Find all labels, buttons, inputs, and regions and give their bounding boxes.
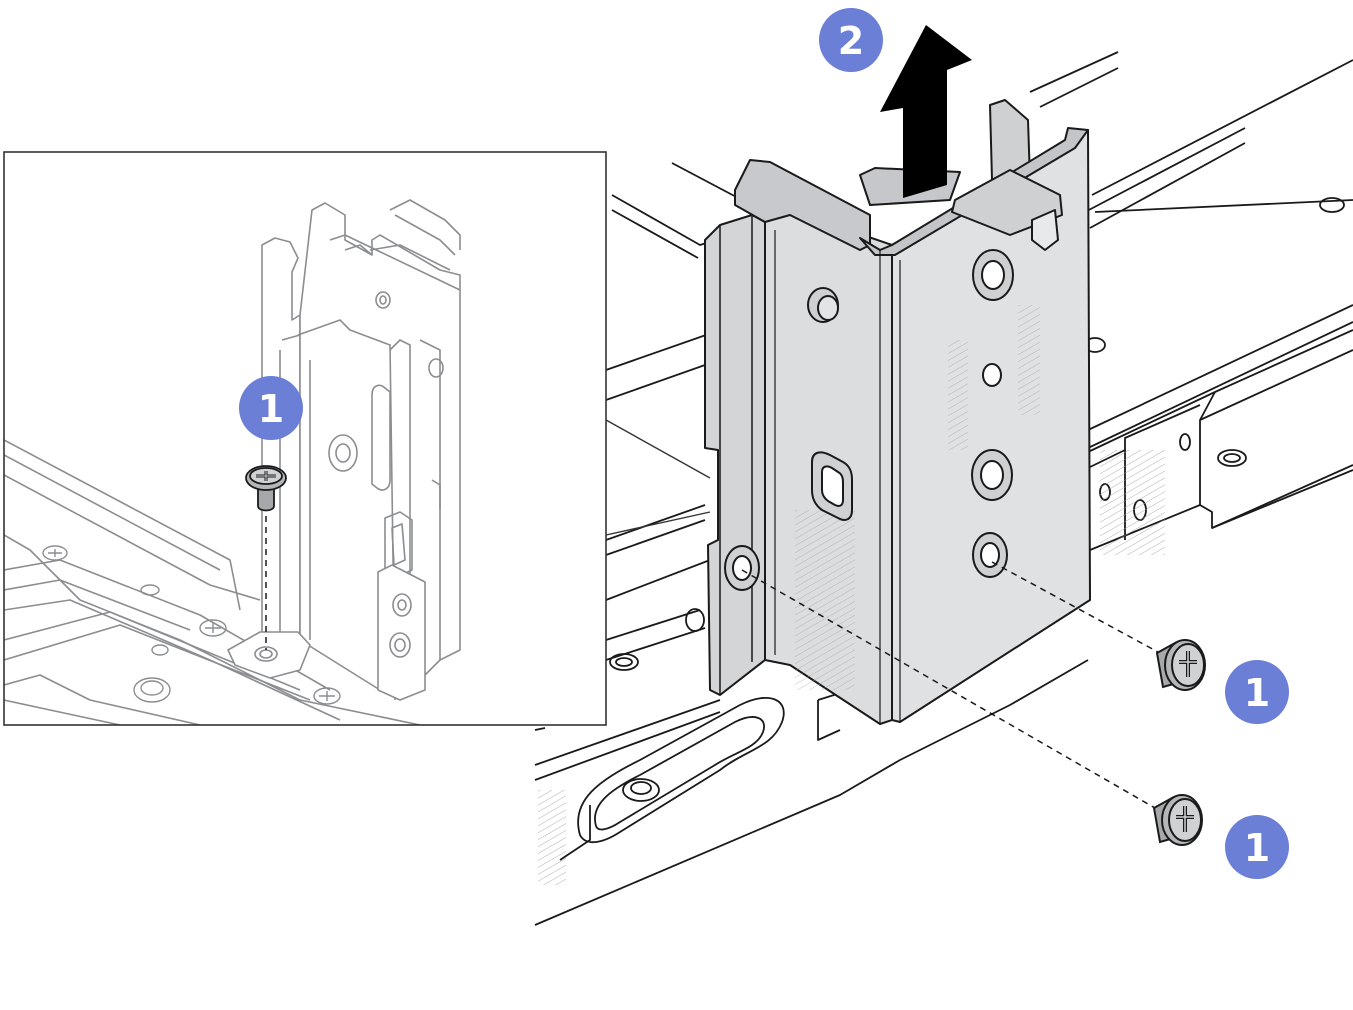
screw-paths: [741, 561, 1159, 809]
hatch-area-left: [538, 790, 566, 885]
bracket-hatch-right: [948, 340, 968, 450]
bracket-hatch-left: [795, 510, 855, 690]
screw-icon: [245, 465, 287, 512]
arrow-up-icon: [880, 25, 972, 198]
svg-text:1: 1: [258, 387, 284, 431]
svg-text:1: 1: [1244, 671, 1270, 715]
detail-inset: 1: [3, 151, 607, 726]
callout-badge-step-2: 2: [819, 8, 883, 72]
screw-icon: [1152, 794, 1203, 846]
svg-text:2: 2: [838, 19, 864, 63]
inset-border: [3, 151, 607, 726]
bracket-features: [724, 249, 1014, 591]
bracket-hatch-right2: [1018, 305, 1040, 415]
svg-text:1: 1: [1244, 826, 1270, 870]
callout-badge-step-1: 1: [1225, 660, 1289, 724]
screw-icon: [1155, 639, 1206, 691]
inset-leader-lines: [605, 419, 711, 536]
callout-badge-step-1: 1: [1225, 815, 1289, 879]
callout-badge-step-1: 1: [239, 376, 303, 440]
hatch-area-right: [1100, 450, 1165, 555]
